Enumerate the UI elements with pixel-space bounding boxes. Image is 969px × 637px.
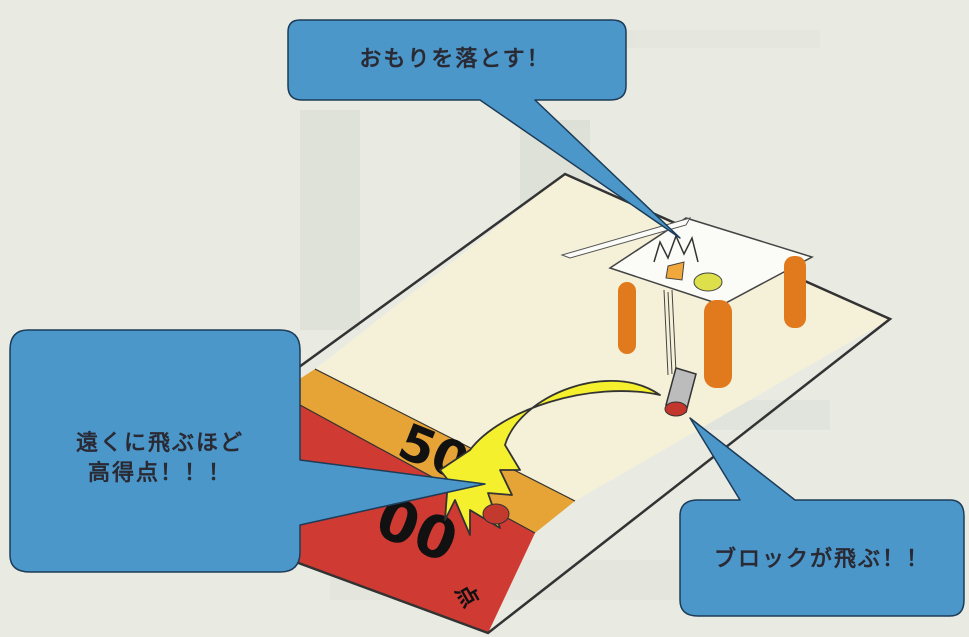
flying-block — [664, 367, 697, 417]
speech-text-high-score-line1: 遠くに飛ぶほど — [76, 430, 244, 456]
speech-bubble-block-flies: ブロックが飛ぶ！！ — [679, 417, 965, 617]
table-leg — [618, 282, 636, 354]
speech-bubble-high-score: 遠くに飛ぶほど 高得点！！！ — [9, 329, 486, 573]
speech-text-drop-weight: おもりを落とす！ — [359, 47, 550, 72]
speech-bubble-drop-weight: おもりを落とす！ — [287, 19, 681, 239]
weight-shard — [665, 261, 685, 281]
weight — [693, 272, 723, 292]
drop-string — [663, 289, 677, 376]
tabletop-extension — [560, 217, 692, 259]
table-leg — [704, 300, 732, 388]
trajectory-arrow — [439, 379, 661, 536]
speech-text-high-score-line2: 高得点！！！ — [88, 460, 232, 486]
speech-text-block-flies: ブロックが飛ぶ！！ — [714, 546, 930, 572]
landing-spot — [482, 503, 510, 525]
tabletop — [608, 217, 814, 306]
board-outline — [117, 172, 893, 635]
table-leg — [784, 256, 806, 328]
table — [560, 217, 814, 388]
